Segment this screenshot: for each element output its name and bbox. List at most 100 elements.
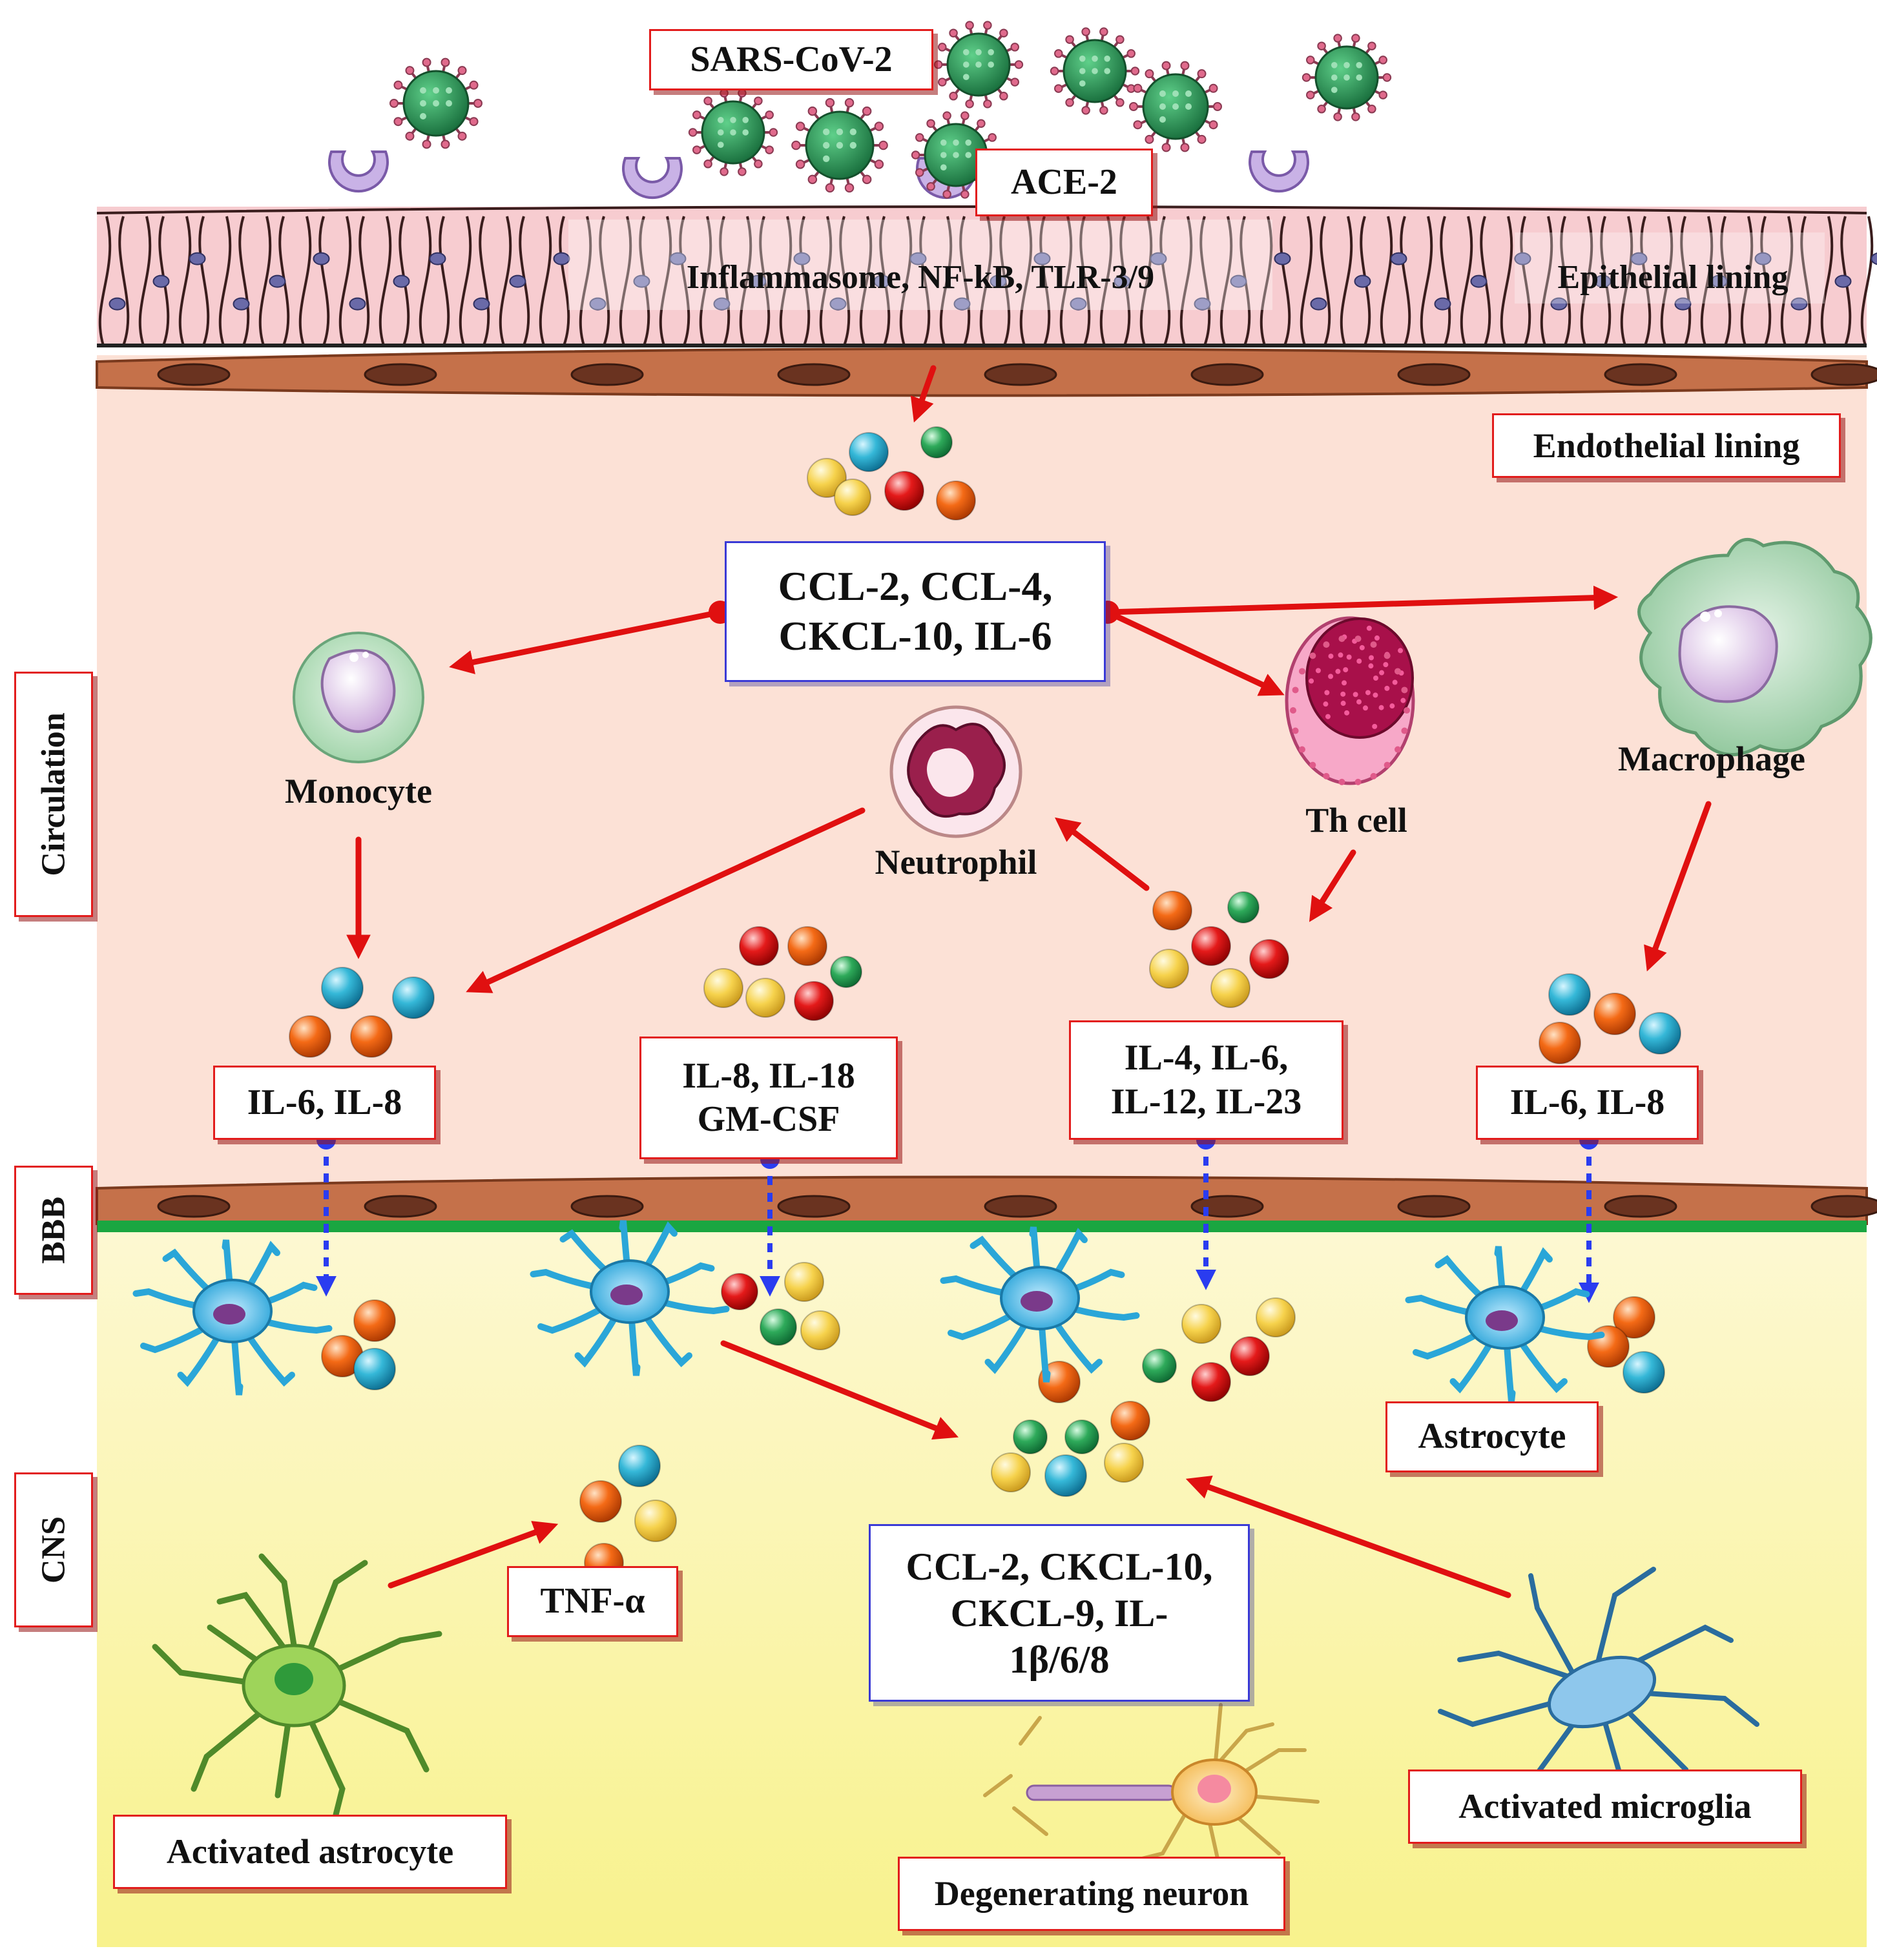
epithelial-signaling-label: Inflammasome, NF-kB, TLR-3/9 xyxy=(686,258,1155,296)
activated-microglia-body xyxy=(1547,1655,1657,1729)
endothelial-nucleus xyxy=(364,1195,437,1218)
cytokine-particle xyxy=(703,968,743,1008)
cytokine-particle xyxy=(1191,926,1231,966)
sars-cov-2-virion xyxy=(791,98,888,193)
astrocyte-cell xyxy=(1405,1246,1605,1402)
endothelial-nucleus xyxy=(1810,363,1877,386)
endothelial-nucleus xyxy=(1810,1195,1877,1218)
cytokine-particle xyxy=(353,1299,396,1342)
macrophage-cytokines-box: IL-6, IL-8 xyxy=(1476,1066,1699,1140)
cytokine-particle xyxy=(745,978,785,1018)
cytokine-particle xyxy=(1548,973,1591,1016)
endothelial-nucleus xyxy=(777,363,851,386)
ace2-receptor xyxy=(328,150,389,193)
neutrophil-label: Neutrophil xyxy=(875,842,1037,882)
neutrophil-cytokines-box: IL-8, IL-18 GM-CSF xyxy=(639,1037,898,1159)
sars-cov-2-virion xyxy=(389,57,482,149)
cytokine-particle xyxy=(784,1262,824,1302)
endothelial-nucleus xyxy=(1604,1195,1677,1218)
cytokine-particle xyxy=(794,981,834,1021)
cytokine-particle xyxy=(787,926,827,966)
sars-cov-2-virion xyxy=(1050,27,1140,115)
th-cell-cytokines-box: IL-4, IL-6, IL-12, IL-23 xyxy=(1069,1020,1343,1140)
epithelial-lining-label: Epithelial lining xyxy=(1557,258,1789,296)
cytokine-particle xyxy=(920,426,953,459)
bbb-line xyxy=(97,1221,1867,1232)
ace2-receptor xyxy=(622,157,683,200)
cytokine-particle xyxy=(1249,939,1289,979)
activated-astrocyte-label: Activated astrocyte xyxy=(113,1815,507,1889)
astrocyte-label: Astrocyte xyxy=(1385,1401,1599,1472)
cytokine-particle xyxy=(1623,1351,1665,1394)
endothelial-nucleus xyxy=(984,363,1057,386)
endothelial-nucleus xyxy=(364,363,437,386)
cytokine-particle xyxy=(1142,1348,1177,1383)
cytokine-particle xyxy=(800,1310,840,1350)
cytokine-particle xyxy=(884,471,924,511)
ace-2-label: ACE-2 xyxy=(975,149,1153,216)
cytokine-particle xyxy=(392,976,435,1019)
cytokine-particle xyxy=(1110,1401,1150,1441)
tnf-alpha-box: TNF-α xyxy=(507,1566,678,1637)
cns-cytokines-box: CCL-2, CKCL-10, CKCL-9, IL- 1β/6/8 xyxy=(869,1524,1250,1702)
sars-cov-2-label: SARS-CoV-2 xyxy=(649,29,933,90)
cytokine-particle xyxy=(936,480,976,521)
sars-cov-2-virion xyxy=(933,21,1024,108)
cytokine-particle xyxy=(830,956,862,988)
cytokine-particle xyxy=(618,1445,661,1487)
cytokine-particle xyxy=(1191,1362,1231,1402)
degenerating-neuron-label: Degenerating neuron xyxy=(898,1857,1285,1931)
cytokine-particle xyxy=(1593,993,1636,1035)
degenerating-neuron-cell xyxy=(983,1703,1320,1875)
endothelial-nucleus xyxy=(570,1195,644,1218)
macrophage-cell xyxy=(1637,538,1872,757)
circulation-region-label: Circulation xyxy=(14,672,93,917)
cytokine-particle xyxy=(1152,891,1192,931)
endothelial-nucleus xyxy=(984,1195,1057,1218)
cytokine-particle xyxy=(321,967,364,1009)
sars-cov-2-virion xyxy=(1301,34,1392,121)
sars-cov-2-virion xyxy=(1129,61,1222,152)
endothelial-nucleus xyxy=(157,363,231,386)
endothelial-nucleus xyxy=(1397,363,1471,386)
cytokine-particle xyxy=(1013,1419,1048,1454)
monocyte-label: Monocyte xyxy=(285,771,432,810)
cytokine-particle xyxy=(721,1273,758,1310)
cytokine-particle xyxy=(289,1015,331,1058)
cytokine-particle xyxy=(991,1452,1031,1492)
endothelial-nucleus xyxy=(570,363,644,386)
endothelial-lining-label: Endothelial lining xyxy=(1492,413,1841,478)
th-cell-label: Th cell xyxy=(1305,800,1407,840)
endothelial-nucleus xyxy=(157,1195,231,1218)
endothelial-nucleus xyxy=(1190,1195,1264,1218)
central-cytokines-box: CCL-2, CCL-4, CKCL-10, IL-6 xyxy=(725,541,1106,682)
cytokine-particle xyxy=(1044,1454,1087,1497)
epithelial-signal-highlight xyxy=(568,220,1272,310)
endothelial-nucleus xyxy=(1190,363,1264,386)
cytokine-particle xyxy=(1181,1304,1221,1344)
th-cell xyxy=(1285,616,1415,785)
astrocyte-cell xyxy=(132,1239,333,1396)
cytokine-particle xyxy=(834,479,871,516)
cns-region-label: CNS xyxy=(14,1472,93,1627)
endothelial-nucleus xyxy=(777,1195,851,1218)
cytokine-particle xyxy=(634,1500,677,1542)
cytokine-particle xyxy=(1230,1336,1270,1376)
cytokine-particle xyxy=(849,432,889,472)
cytokine-particle xyxy=(807,458,847,498)
cytokine-particle xyxy=(1064,1419,1099,1454)
activated-microglia-label: Activated microglia xyxy=(1408,1769,1802,1844)
bbb-region-label: BBB xyxy=(14,1166,93,1295)
cytokine-particle xyxy=(760,1308,797,1346)
cytokine-particle xyxy=(1149,949,1189,989)
sars-cov-2-virion xyxy=(688,88,778,176)
endothelial-nucleus xyxy=(1604,363,1677,386)
macrophage-label: Macrophage xyxy=(1618,739,1805,778)
astrocyte-cell xyxy=(530,1220,730,1376)
cytokine-particle xyxy=(1256,1297,1296,1337)
endothelial-nucleus xyxy=(1397,1195,1471,1218)
astrocyte-cell xyxy=(940,1226,1140,1383)
monocyte-cell xyxy=(293,632,424,763)
cytokine-particle xyxy=(1639,1012,1681,1055)
activated-astrocyte-cell xyxy=(152,1553,442,1818)
